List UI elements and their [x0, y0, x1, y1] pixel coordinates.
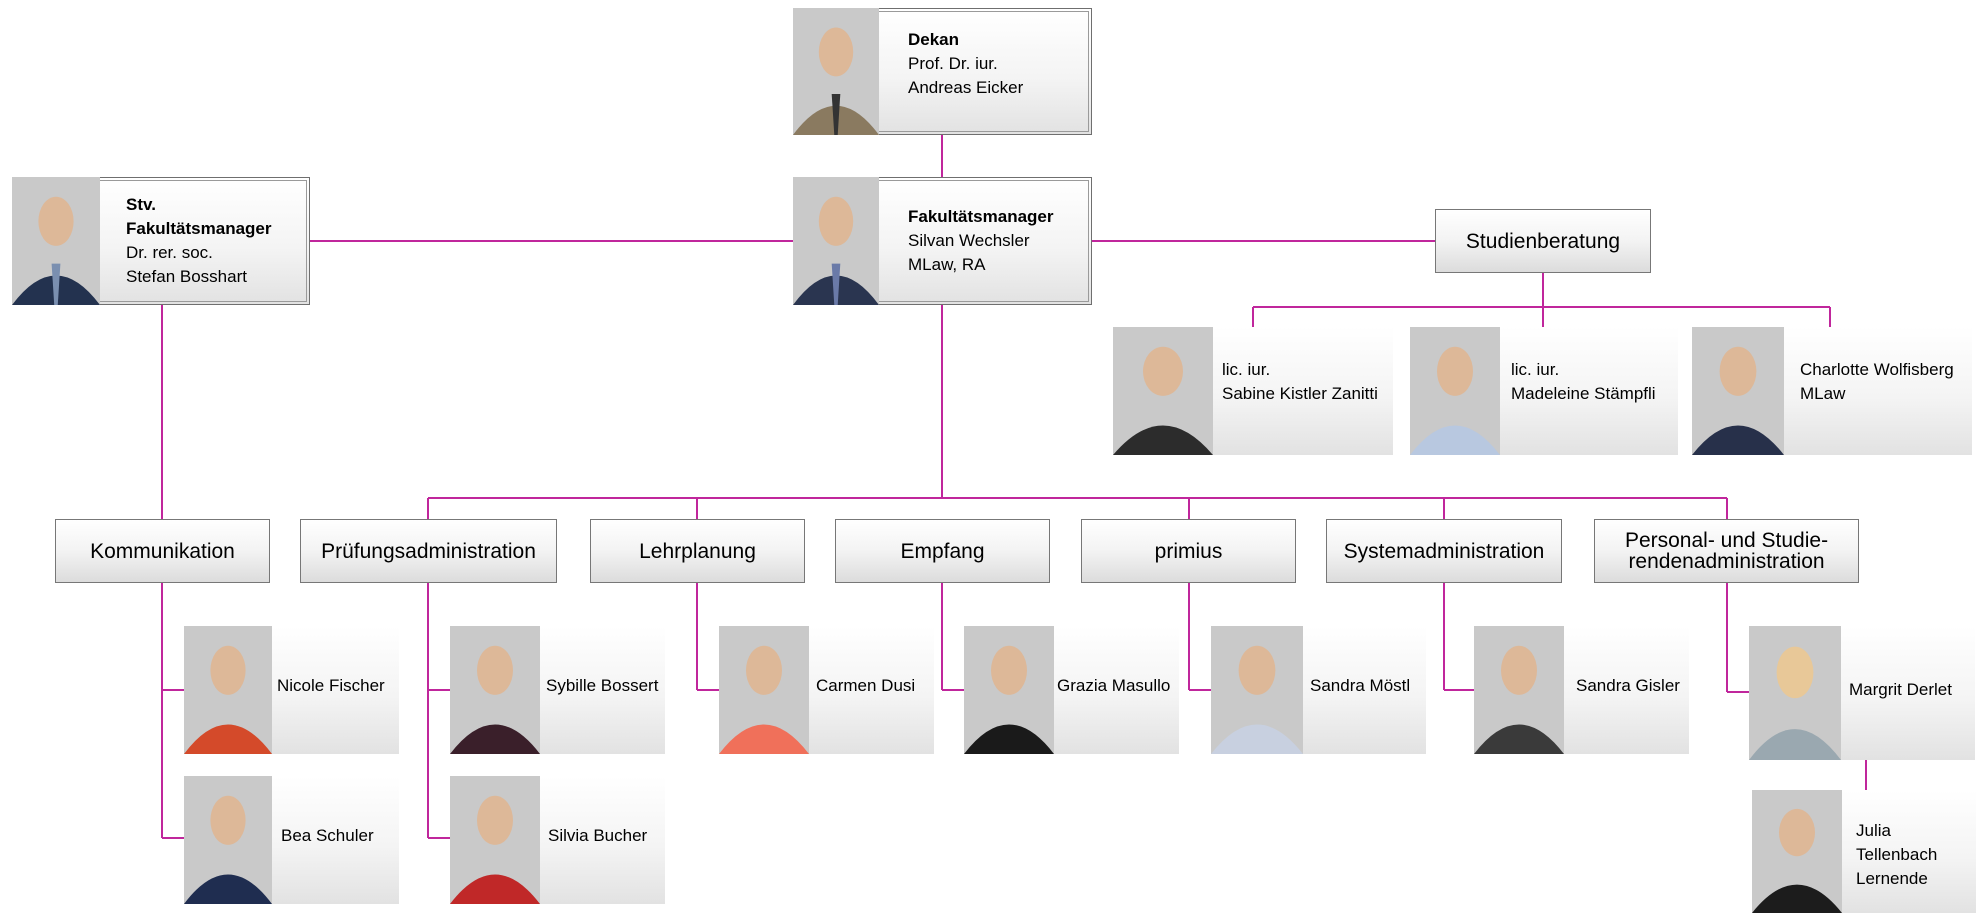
staff-name: Sandra Gisler: [1576, 676, 1680, 695]
staff-photo: [450, 626, 540, 754]
unit-pruefungsadministration: Prüfungsadministration: [300, 519, 557, 583]
apprentice-first-name: Julia: [1856, 821, 1891, 840]
unit-personal-administration-label-line2: rendenadministration: [1628, 550, 1825, 573]
unit-personal-administration: Personal- und Studie- rendenadministrati…: [1594, 519, 1859, 583]
staff-name: Sandra Möstl: [1310, 676, 1411, 695]
person-name: Sabine Kistler Zanitti: [1222, 384, 1378, 403]
dean-title: Prof. Dr. iur.: [908, 54, 998, 73]
studienberatung-person-photo: [1410, 327, 1500, 455]
studienberatung-person-text: lic. iur. Sabine Kistler Zanitti: [1222, 358, 1378, 406]
manager-photo: [793, 177, 879, 305]
deputy-role-line1: Stv.: [126, 195, 156, 214]
staff-photo: [719, 626, 809, 754]
apprentice-text: Julia Tellenbach Lernende: [1856, 819, 1937, 891]
staff-photo: [1211, 626, 1303, 754]
staff-photo: [964, 626, 1054, 754]
staff-photo: [1474, 626, 1564, 754]
dean-name: Andreas Eicker: [908, 78, 1024, 97]
staff-photo: [450, 776, 540, 904]
studienberatung-person-photo: [1692, 327, 1784, 455]
staff-name: Sybille Bossert: [546, 676, 659, 695]
person-title: lic. iur.: [1511, 360, 1560, 379]
deputy-title: Dr. rer. soc.: [126, 243, 213, 262]
apprentice-role: Lernende: [1856, 869, 1928, 888]
person-name: Charlotte Wolfisberg: [1800, 360, 1954, 379]
staff-name: Margrit Derlet: [1849, 680, 1952, 699]
unit-personal-administration-label-line1: Personal- und Studie-: [1624, 529, 1829, 552]
unit-empfang: Empfang: [835, 519, 1050, 583]
unit-systemadministration-label: Systemadministration: [1343, 539, 1545, 563]
studienberatung-person-text: Charlotte Wolfisberg MLaw: [1800, 358, 1954, 406]
unit-kommunikation-label: Kommunikation: [90, 539, 235, 563]
staff-name: Bea Schuler: [281, 826, 374, 845]
staff-name: Grazia Masullo: [1057, 676, 1171, 695]
deputy-photo: [12, 177, 100, 305]
person-title: lic. iur.: [1222, 360, 1271, 379]
apprentice-last-name: Tellenbach: [1856, 845, 1938, 864]
staff-name: Silvia Bucher: [548, 826, 648, 845]
deputy-name: Stefan Bosshart: [126, 267, 247, 286]
unit-primius-label: primius: [1154, 539, 1223, 563]
unit-studienberatung-label: Studienberatung: [1465, 229, 1621, 253]
manager-title: MLaw, RA: [908, 255, 986, 274]
dean-text: Dekan Prof. Dr. iur. Andreas Eicker: [908, 28, 1023, 100]
unit-primius: primius: [1081, 519, 1296, 583]
manager-role: Fakultätsmanager: [908, 207, 1054, 226]
unit-studienberatung: Studienberatung: [1435, 209, 1651, 273]
unit-lehrplanung-label: Lehrplanung: [639, 539, 756, 563]
staff-photo: [1749, 626, 1841, 760]
deputy-text: Stv. Fakultätsmanager Dr. rer. soc. Stef…: [126, 193, 272, 289]
dean-photo: [793, 8, 879, 135]
staff-name: Carmen Dusi: [816, 676, 916, 695]
apprentice-photo: [1752, 790, 1842, 913]
staff-name: Nicole Fischer: [277, 676, 385, 695]
dean-role: Dekan: [908, 30, 960, 49]
unit-pruefungsadministration-label: Prüfungsadministration: [321, 539, 536, 563]
person-title: MLaw: [1800, 384, 1846, 403]
manager-name: Silvan Wechsler: [908, 231, 1030, 250]
manager-text: Fakultätsmanager Silvan Wechsler MLaw, R…: [908, 205, 1054, 277]
deputy-role-line2: Fakultätsmanager: [126, 219, 272, 238]
studienberatung-person-photo: [1113, 327, 1213, 455]
person-name: Madeleine Stämpfli: [1511, 384, 1656, 403]
staff-photo: [184, 776, 272, 904]
unit-systemadministration: Systemadministration: [1326, 519, 1562, 583]
unit-empfang-label: Empfang: [900, 539, 985, 563]
studienberatung-person-text: lic. iur. Madeleine Stämpfli: [1511, 358, 1656, 406]
staff-photo: [184, 626, 272, 754]
unit-kommunikation: Kommunikation: [55, 519, 270, 583]
unit-lehrplanung: Lehrplanung: [590, 519, 805, 583]
